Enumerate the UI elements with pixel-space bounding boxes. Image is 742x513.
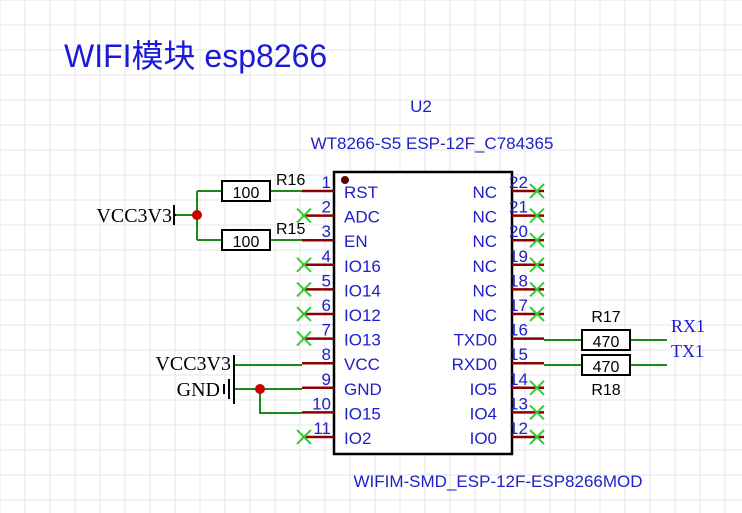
junction-gnd <box>255 384 265 394</box>
resistor-r15[interactable] <box>221 229 271 251</box>
pin-15-number: 15 <box>509 345 528 364</box>
resistor-r17-value: 470 <box>593 334 620 351</box>
sheet-title: WIFI模块 esp8266 <box>64 38 327 74</box>
pin-17-label: NC <box>472 306 497 325</box>
pin1-marker <box>341 176 349 184</box>
pin-10-number: 10 <box>312 394 331 413</box>
pin-9-label: GND <box>344 380 382 399</box>
pin-20-label: NC <box>472 232 497 251</box>
pin-17-number: 17 <box>509 296 528 315</box>
no-connect-pin-11 <box>296 429 312 445</box>
no-connect-pin-2 <box>296 207 312 224</box>
pin-18-label: NC <box>472 281 497 300</box>
pin-22-number: 22 <box>509 173 528 192</box>
pin-7-label: IO13 <box>344 331 381 350</box>
pin-13-label: IO4 <box>470 404 497 423</box>
net-rx1: RX1 <box>671 316 705 336</box>
no-connect-pin-13 <box>529 404 545 421</box>
no-connect-pin-14 <box>529 380 545 396</box>
pin-19-number: 19 <box>509 247 528 266</box>
pin-18-number: 18 <box>509 271 528 290</box>
net-gnd: GND <box>177 379 220 401</box>
pin-14-number: 14 <box>509 370 528 389</box>
no-connect-pin-7 <box>296 330 312 347</box>
pin-1-label: RST <box>344 183 378 202</box>
resistor-r15-ref: R15 <box>276 221 305 238</box>
gnd-symbol <box>223 374 235 404</box>
pin-12-number: 12 <box>509 419 528 438</box>
pin-2-number: 2 <box>322 198 331 217</box>
chip-body[interactable] <box>332 170 514 456</box>
pin-4-number: 4 <box>322 247 331 266</box>
vcc-symbol-left <box>173 205 176 225</box>
net-vcc-mid: VCC3V3 <box>155 353 231 375</box>
no-connect-pin-20 <box>529 232 545 248</box>
pin-8-number: 8 <box>322 345 331 364</box>
no-connect-pin-5 <box>296 281 312 298</box>
pin-5-label: IO14 <box>344 281 381 300</box>
resistor-r16[interactable] <box>221 180 271 202</box>
pin-16-number: 16 <box>509 321 528 340</box>
resistor-r18-ref: R18 <box>591 382 620 399</box>
pin-21-number: 21 <box>509 198 528 217</box>
wire-gnd-pin10[interactable] <box>259 389 302 414</box>
pin-15-label: RXD0 <box>452 355 497 374</box>
pin-14-label: IO5 <box>470 380 497 399</box>
pin-11-label: IO2 <box>344 429 371 448</box>
net-vcc-left: VCC3V3 <box>96 205 172 227</box>
pin-2-label: ADC <box>344 208 380 227</box>
resistor-r17[interactable] <box>581 329 631 351</box>
resistor-r16-value: 100 <box>233 185 260 202</box>
pin-16-label: TXD0 <box>454 331 497 350</box>
pin-11-number: 11 <box>313 419 331 438</box>
no-connect-pin-4 <box>296 257 312 273</box>
resistor-r18[interactable] <box>581 354 631 376</box>
chip-designator: U2 <box>410 97 432 116</box>
no-connect-pin-17 <box>529 306 545 322</box>
pin-13-number: 13 <box>509 394 528 413</box>
right-pins: 22NC21NC20NC19NC18NC17NC16TXD015RXD014IO… <box>452 173 545 448</box>
no-connect-pin-12 <box>529 429 545 445</box>
net-tx1: TX1 <box>671 341 704 361</box>
pin-10-label: IO15 <box>344 404 381 423</box>
no-connect-pin-21 <box>529 207 545 224</box>
pin-7-number: 7 <box>322 321 331 340</box>
resistor-r16-ref: R16 <box>276 172 305 189</box>
no-connect-pin-19 <box>529 257 545 273</box>
pin-6-number: 6 <box>322 296 331 315</box>
chip-part-number: WT8266-S5 ESP-12F_C784365 <box>311 134 554 153</box>
pin-6-label: IO12 <box>344 306 381 325</box>
pin-3-label: EN <box>344 232 368 251</box>
no-connect-pin-6 <box>296 306 312 322</box>
pin-5-number: 5 <box>322 271 331 290</box>
junction-vcc <box>192 210 202 220</box>
no-connect-pin-18 <box>529 281 545 298</box>
resistor-r17-ref: R17 <box>591 309 620 326</box>
pin-12-label: IO0 <box>470 429 497 448</box>
pin-19-label: NC <box>472 257 497 276</box>
pin-9-number: 9 <box>322 370 331 389</box>
resistor-r18-value: 470 <box>593 359 620 376</box>
pin-3-number: 3 <box>322 222 331 241</box>
no-connect-pin-22 <box>529 183 545 199</box>
pin-1-number: 1 <box>322 173 331 192</box>
pin-8-label: VCC <box>344 355 380 374</box>
pin-22-label: NC <box>472 183 497 202</box>
pin-21-label: NC <box>472 208 497 227</box>
resistor-r15-value: 100 <box>233 234 260 251</box>
pin-20-number: 20 <box>509 222 528 241</box>
chip-footprint: WIFIM-SMD_ESP-12F-ESP8266MOD <box>353 472 642 491</box>
pin-4-label: IO16 <box>344 257 381 276</box>
